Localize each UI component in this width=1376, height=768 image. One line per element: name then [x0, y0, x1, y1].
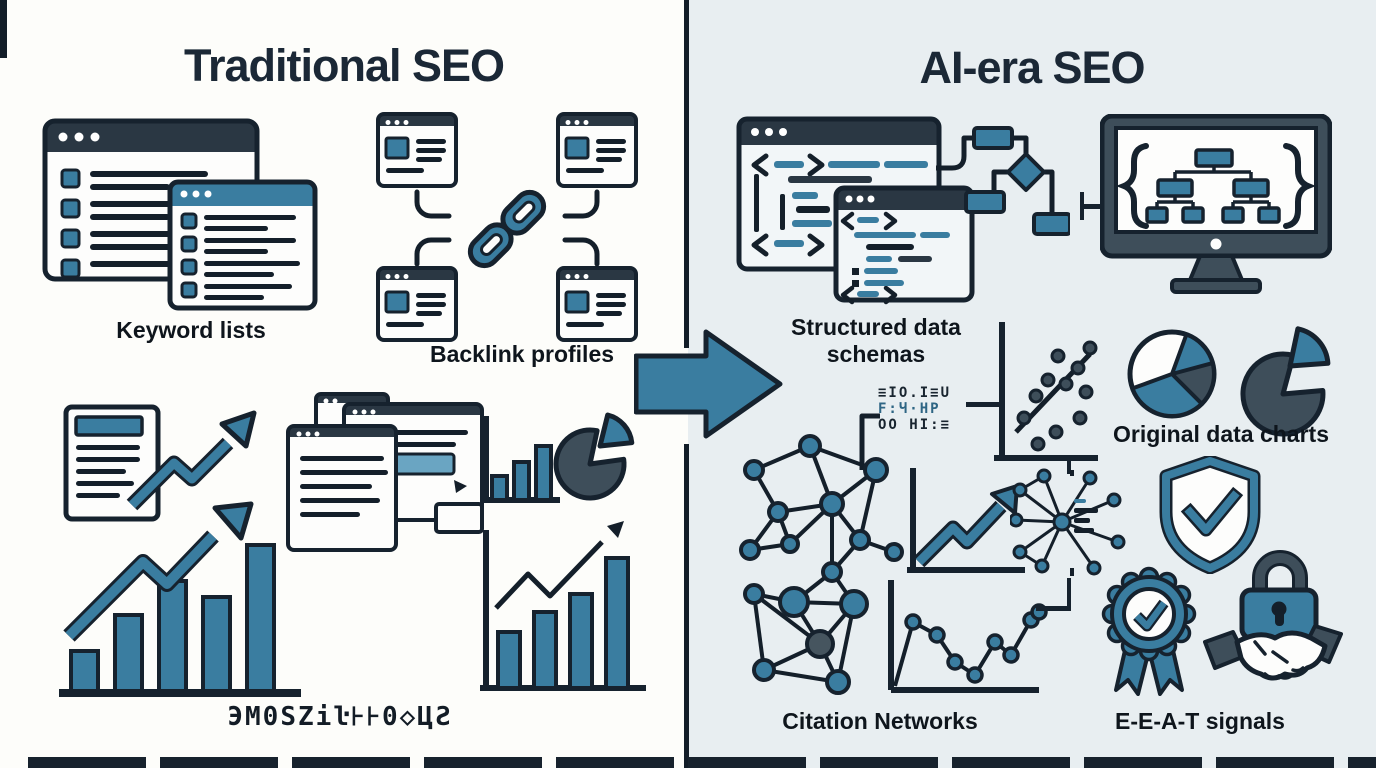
ai-era-seo-title: AI-era SEO	[919, 42, 1145, 93]
handshake-icon	[1203, 624, 1343, 681]
glyph-code-block: ≡IO.I≡U F:Ч·HP OO HI:≡	[878, 385, 951, 433]
serp-windows-icon	[286, 392, 484, 552]
glyph-code-line: F:Ч·HP	[878, 401, 941, 417]
structured-data-label-line1: Structured data	[791, 314, 961, 340]
glyph-code-line: ≡IO.I≡U	[878, 385, 952, 401]
padlock-icon	[1239, 550, 1319, 641]
scatter-plot-icon	[994, 322, 1098, 461]
code-windows-icon	[736, 116, 975, 305]
neural-network-icon	[1010, 468, 1126, 576]
panel-divider	[684, 0, 689, 348]
dots-line-chart-icon	[888, 580, 1048, 693]
panel-divider	[684, 444, 689, 768]
connector-line	[1080, 204, 1106, 209]
connector-line	[1067, 458, 1071, 474]
shield-check-icon	[1159, 456, 1261, 574]
glyph-code-line: OO HI:≡	[878, 417, 952, 433]
monitor-schema-icon	[1100, 114, 1332, 294]
keyword-lists-label: Keyword lists	[116, 317, 266, 343]
right-arrow-icon	[634, 329, 783, 439]
edge-artifact	[0, 0, 7, 58]
connector-elbow	[859, 413, 880, 470]
eeat-signals-label: E-E-A-T signals	[1115, 708, 1285, 734]
citation-networks-label: Citation Networks	[782, 708, 978, 734]
glyph-caption: ЭM0SZiŀ⊦⊦0◇ЦƧ	[227, 702, 453, 732]
growth-line-chart-icon	[907, 468, 1025, 573]
structured-data-label-line2: schemas	[826, 341, 926, 367]
connector-line	[966, 402, 1000, 407]
connector-line	[1067, 578, 1071, 611]
document-growth-icon	[63, 404, 257, 522]
traditional-seo-title: Traditional SEO	[183, 40, 505, 91]
backlink-profiles-icon	[376, 112, 638, 342]
line-bar-chart-icon	[480, 521, 646, 691]
keyword-lists-icon	[42, 118, 318, 311]
badge-check-icon	[1101, 566, 1197, 696]
bottom-band-artifact	[28, 757, 1376, 768]
citation-network-icon	[739, 434, 904, 695]
flowchart-icon	[936, 126, 1070, 236]
exploded-pie-chart-icon	[1240, 326, 1331, 437]
mini-bar-pie-icon	[480, 412, 635, 503]
bar-chart-growth-icon	[59, 501, 301, 697]
original-data-charts-label: Original data charts	[1112, 421, 1329, 447]
pie-chart-icon	[1127, 329, 1217, 419]
chain-link-icon	[467, 189, 547, 269]
backlink-profiles-label: Backlink profiles	[429, 341, 615, 367]
connector-line	[1036, 606, 1070, 611]
